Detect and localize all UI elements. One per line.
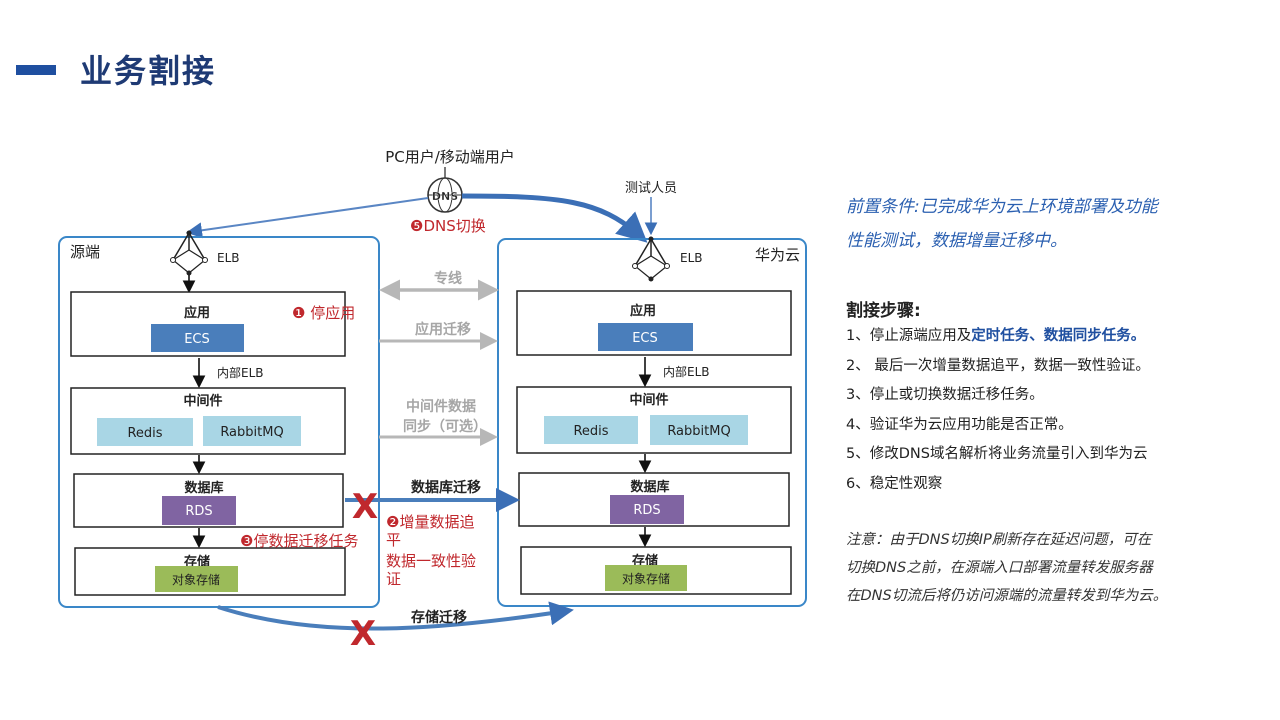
mw-sync-label-1: 中间件数据 [406, 398, 476, 415]
step-1-highlight: 定时任务、数据同步任务。 [971, 328, 1146, 344]
step-1-text: 1、停止源端应用及 [846, 328, 972, 344]
title-accent-bar [16, 65, 56, 75]
source-middleware-label: 中间件 [183, 393, 222, 409]
target-ecs-box [598, 323, 693, 351]
source-rabbitmq-box [203, 416, 301, 446]
step-2: 2、 最后一次增量数据追平，数据一致性验证。 [846, 357, 1150, 374]
note-text: 注意：由于DNS切换IP刷新存在延迟问题，可在 切换DNS之前，在源端入口部署流… [846, 526, 1206, 610]
db-cross-mark: X [352, 487, 378, 527]
source-object-storage-box [155, 566, 238, 592]
incr-sync-line-2: 平 [386, 531, 401, 549]
target-rabbitmq-box [650, 415, 748, 445]
precondition-line-1: 前置条件:已完成华为云上环境部署及功能 [846, 197, 1158, 217]
source-redis-box [97, 418, 193, 446]
app-migration-label: 应用迁移 [415, 321, 471, 338]
step-4: 4、验证华为云应用功能是否正常。 [846, 416, 1073, 433]
source-rabbitmq-label: RabbitMQ [220, 425, 283, 440]
page-title: 业务割接 [80, 52, 217, 90]
dedicated-line-label: 专线 [434, 270, 462, 287]
source-name: 源端 [70, 243, 100, 261]
storage-cross-mark: X [350, 614, 376, 654]
dns-switch-arrow [461, 193, 648, 243]
target-elb-icon [632, 236, 670, 282]
source-elb-label: ELB [217, 251, 240, 265]
storage-migration-label: 存储迁移 [411, 609, 467, 626]
source-object-storage-label: 对象存储 [172, 572, 220, 587]
source-inner-elb-label: 内部ELB [217, 365, 264, 380]
target-name: 华为云 [755, 246, 800, 264]
target-object-storage-label: 对象存储 [622, 571, 670, 586]
source-ecs-label: ECS [184, 332, 210, 347]
dns-globe-icon: DNS [427, 177, 463, 213]
stop-migration-annotation: ❸停数据迁移任务 [240, 532, 358, 550]
source-ecs-box [151, 324, 244, 352]
source-elb-icon [170, 230, 208, 276]
source-redis-label: Redis [127, 426, 162, 441]
source-rds-label: RDS [185, 504, 212, 519]
target-middleware-label: 中间件 [629, 392, 668, 408]
svg-text:DNS: DNS [432, 190, 458, 203]
users-label: PC用户/移动端用户 [385, 148, 515, 166]
step-3: 3、停止或切换数据迁移任务。 [846, 387, 1044, 403]
storage-migration-arrow [217, 601, 574, 631]
target-redis-label: Redis [573, 424, 608, 439]
db-migration-label: 数据库迁移 [411, 479, 481, 496]
target-rabbitmq-label: RabbitMQ [667, 424, 730, 439]
target-rds-label: RDS [633, 503, 660, 518]
stop-app-annotation: ❶ 停应用 [292, 304, 355, 322]
source-rds-box [162, 496, 236, 525]
steps-title: 割接步骤: [846, 301, 921, 321]
target-object-storage-box [605, 565, 687, 591]
incr-sync-line-1: ❷增量数据追 [386, 513, 474, 531]
tester-label: 测试人员 [625, 181, 677, 196]
step-6: 6、稳定性观察 [846, 475, 943, 492]
step-1: 1、停止源端应用及定时任务、数据同步任务。 [846, 322, 1266, 352]
target-elb-label: ELB [680, 251, 703, 265]
note-line-1: 注意：由于DNS切换IP刷新存在延迟问题，可在 [846, 532, 1152, 548]
precondition-text: 前置条件:已完成华为云上环境部署及功能 性能测试，数据增量迁移中。 [846, 190, 1266, 258]
target-inner-elb-label: 内部ELB [663, 364, 710, 379]
target-rds-box [610, 495, 684, 524]
source-app-label: 应用 [184, 305, 210, 321]
note-line-2: 切换DNS之前，在源端入口部署流量转发服务器 [846, 560, 1153, 576]
source-database-label: 数据库 [184, 480, 223, 496]
target-app-label: 应用 [630, 303, 656, 319]
dns-to-source-arrow [186, 197, 429, 239]
step-5: 5、修改DNS域名解析将业务流量引入到华为云 [846, 446, 1148, 462]
dns-switch-label: ❺DNS切换 [410, 217, 486, 235]
steps-list: 1、停止源端应用及定时任务、数据同步任务。 2、 最后一次增量数据追平，数据一致… [846, 322, 1266, 499]
target-ecs-label: ECS [632, 331, 658, 346]
migration-diagram: PC用户/移动端用户 DNS ❺DNS切换 测试人员 源端 ELB 应用 ECS… [58, 148, 807, 654]
incr-sync-line-3: 数据一致性验 [386, 552, 476, 570]
target-redis-box [544, 416, 638, 444]
precondition-line-2: 性能测试，数据增量迁移中。 [846, 231, 1067, 251]
mw-sync-label-2: 同步（可选） [403, 418, 487, 435]
note-line-3: 在DNS切流后将仍访问源端的流量转发到华为云。 [846, 588, 1168, 604]
incr-sync-line-4: 证 [386, 570, 401, 588]
target-database-label: 数据库 [630, 479, 669, 495]
